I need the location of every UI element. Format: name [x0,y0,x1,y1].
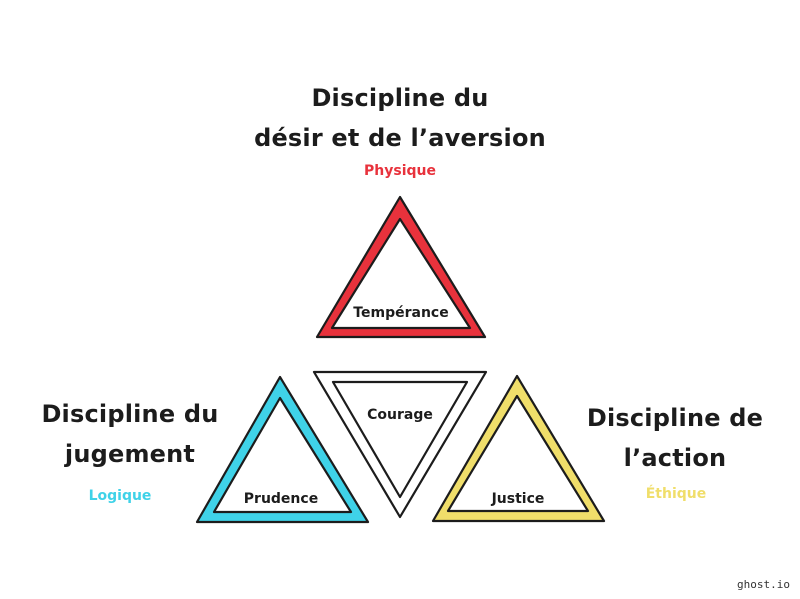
triangle-temperance: Tempérance [315,195,487,339]
top-discipline-title: Discipline du désir et de l’aversion [200,78,600,158]
right-subtitle: Éthique [645,486,707,502]
right-title-line1: Discipline de [586,404,764,432]
triangle-prudence: Prudence [195,375,370,524]
triangle-prudence-outline [195,375,370,524]
triangle-courage: Courage [312,370,488,519]
triangle-prudence-label: Prudence [244,491,318,507]
top-subtitle: Physique [364,163,436,179]
top-title-line1: Discipline du [311,84,489,112]
source-credit: ghost.io [737,578,790,591]
triangle-justice: Justice [431,374,606,523]
triangle-justice-outline [431,374,606,523]
triangle-temperance-outline [315,195,487,339]
left-subtitle: Logique [88,488,152,504]
left-title-line1: Discipline du [41,400,219,428]
triangle-justice-label: Justice [491,491,545,507]
triangle-courage-outline [312,370,488,519]
right-title-line2: l’action [623,444,727,472]
right-discipline-title: Discipline de l’action [570,398,780,478]
top-title-line2: désir et de l’aversion [254,124,546,152]
left-title-line2: jugement [64,440,196,468]
triangle-courage-label: Courage [367,407,433,423]
triangle-temperance-label: Tempérance [353,305,448,321]
left-discipline-title: Discipline du jugement [20,394,240,474]
